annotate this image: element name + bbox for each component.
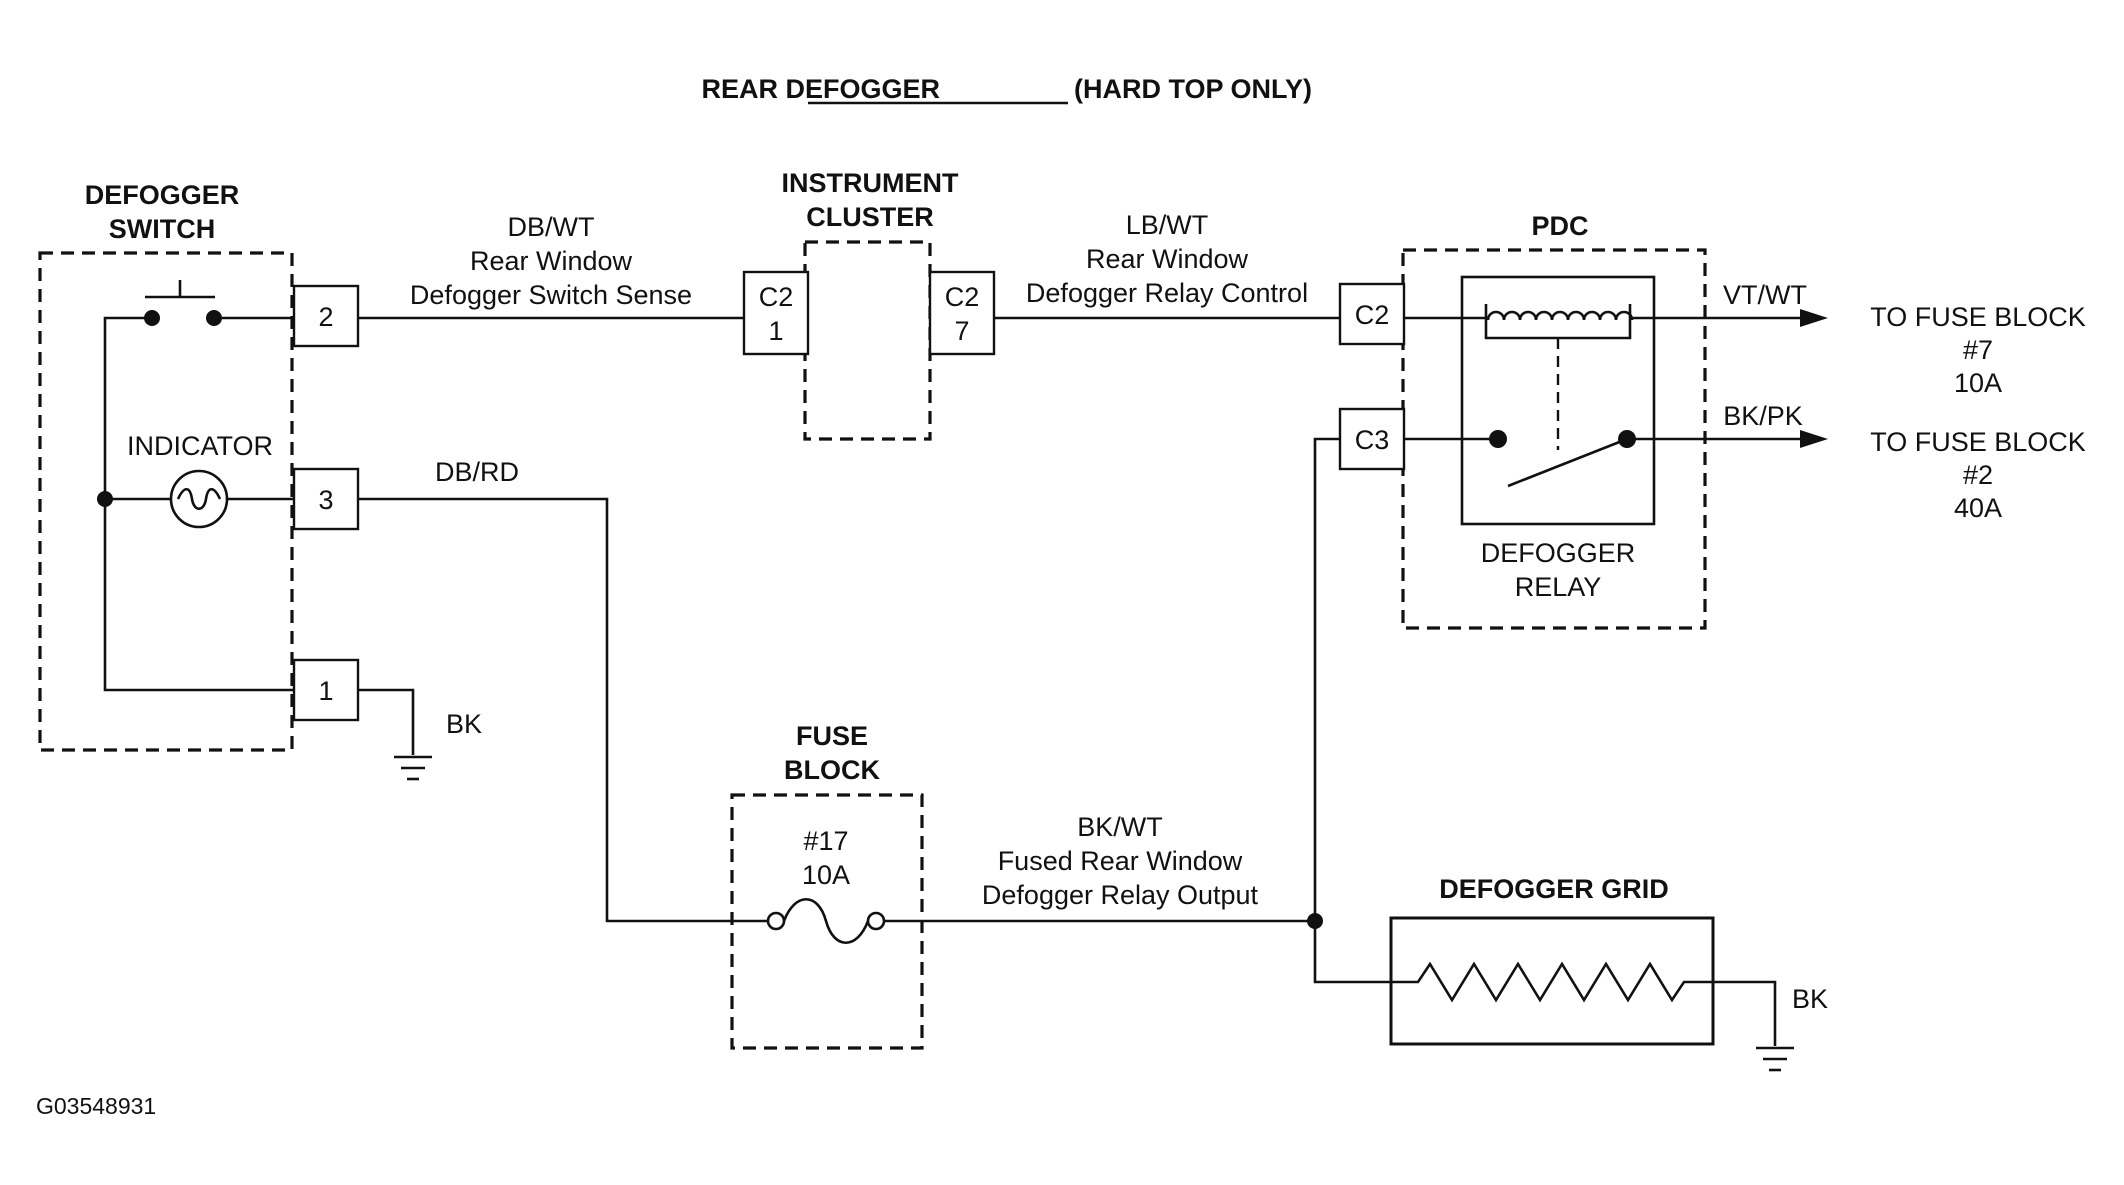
cluster-connector-in-label-1: C2 — [759, 282, 794, 312]
output-fuse7: VT/WT TO FUSE BLOCK #7 10A — [1723, 280, 2086, 398]
switch-pin-2 — [292, 284, 360, 348]
output-fuse7-line3: 10A — [1954, 368, 2002, 398]
instrument-cluster: INSTRUMENT CLUSTER C2 1 C2 7 — [742, 168, 996, 441]
wire-c3-to-junction — [1313, 437, 1340, 921]
defogger-switch-label-1: DEFOGGER — [85, 180, 240, 210]
wire-to-defogger-grid — [1313, 921, 1391, 984]
instrument-cluster-boundary — [803, 240, 932, 441]
wire-db-wt-color: DB/WT — [508, 212, 595, 242]
switch-pin-3 — [292, 467, 360, 531]
instrument-cluster-label-2: CLUSTER — [806, 202, 934, 232]
switch-ground-internal-wire — [103, 499, 294, 692]
arrow-right-icon — [1800, 430, 1828, 448]
grid-ground-wire — [1713, 980, 1777, 1046]
defogger-switch-boundary — [38, 251, 294, 752]
defogger-switch-label-2: SWITCH — [109, 214, 215, 244]
output-fuse7-line2: #7 — [1963, 335, 1993, 365]
defogger-switch: DEFOGGER SWITCH INDICATOR 2 3 1 — [38, 180, 360, 752]
indicator-lamp-icon — [169, 469, 229, 529]
pdc: PDC C2 C3 DEFOGGER RELAY — [1338, 211, 1812, 630]
switch-pin-3-label: 3 — [318, 485, 333, 515]
switch-ground: BK — [358, 688, 482, 781]
grid-ground-color: BK — [1792, 984, 1828, 1014]
wire-vt-wt-color: VT/WT — [1723, 280, 1807, 310]
wire-lb-wt-color: LB/WT — [1126, 210, 1209, 240]
switch-pin-1-label: 1 — [318, 676, 333, 706]
pdc-connector-c3-label: C3 — [1355, 425, 1390, 455]
cluster-connector-out-label-2: 7 — [954, 316, 969, 346]
title-main: REAR DEFOGGER — [701, 74, 940, 104]
switch-contact-right — [206, 310, 222, 326]
defogger-relay-label-1: DEFOGGER — [1481, 538, 1636, 568]
switch-pin-2-label: 2 — [318, 302, 333, 332]
wire-db-wt-desc-1: Rear Window — [470, 246, 633, 276]
pdc-connector-c2-label: C2 — [1355, 300, 1390, 330]
cluster-connector-out — [928, 270, 996, 356]
wire-lb-wt-desc-2: Defogger Relay Control — [1026, 278, 1308, 308]
switch-contact-left — [144, 310, 160, 326]
pdc-label: PDC — [1531, 211, 1588, 241]
ground-symbol-icon — [1756, 1046, 1794, 1072]
arrow-right-icon — [1800, 309, 1828, 327]
output-fuse7-line1: TO FUSE BLOCK — [1870, 302, 2086, 332]
ground-symbol-icon — [394, 755, 432, 781]
indicator-label: INDICATOR — [127, 431, 273, 461]
wire-bk-wt-labels: BK/WT Fused Rear Window Defogger Relay O… — [982, 812, 1259, 910]
figure-id: G03548931 — [36, 1093, 156, 1119]
switch-ground-wire — [358, 688, 415, 755]
wire-lb-wt-labels: LB/WT Rear Window Defogger Relay Control — [1026, 210, 1308, 308]
output-fuse2-line1: TO FUSE BLOCK — [1870, 427, 2086, 457]
wire-lb-wt-desc-1: Rear Window — [1086, 244, 1249, 274]
fuse-rating: 10A — [802, 860, 850, 890]
fuse-number: #17 — [803, 826, 848, 856]
output-fuse2-line2: #2 — [1963, 460, 1993, 490]
pdc-connector-c2 — [1338, 282, 1406, 346]
switch-internal-wire — [103, 316, 150, 499]
cluster-connector-in-label-2: 1 — [768, 316, 783, 346]
title-suffix: (HARD TOP ONLY) — [1074, 74, 1312, 104]
diagram-title: REAR DEFOGGER (HARD TOP ONLY) — [701, 74, 1312, 105]
wire-db-rd — [358, 497, 768, 923]
defogger-grid-label: DEFOGGER GRID — [1439, 874, 1669, 904]
pdc-connector-c3 — [1338, 407, 1406, 471]
output-fuse2-line3: 40A — [1954, 493, 2002, 523]
defogger-relay-label-2: RELAY — [1515, 572, 1602, 602]
wire-bk-wt-color: BK/WT — [1077, 812, 1163, 842]
defogger-grid: DEFOGGER GRID BK — [1389, 874, 1828, 1072]
switch-pin-1 — [292, 658, 360, 722]
fuse-block: FUSE BLOCK #17 10A — [730, 721, 924, 1050]
fuse-icon — [766, 897, 886, 945]
wire-bk-wt-desc-2: Defogger Relay Output — [982, 880, 1259, 910]
resistor-icon — [1391, 961, 1713, 1003]
fuse-block-label-1: FUSE — [796, 721, 868, 751]
wire-db-wt-labels: DB/WT Rear Window Defogger Switch Sense — [410, 212, 692, 310]
relay-switch-arm — [1507, 437, 1628, 488]
cluster-connector-out-label-1: C2 — [945, 282, 980, 312]
wire-db-rd-color: DB/RD — [435, 457, 519, 487]
output-fuse2: BK/PK TO FUSE BLOCK #2 40A — [1723, 401, 2086, 523]
wire-bk-wt-desc-1: Fused Rear Window — [998, 846, 1243, 876]
fuse-block-label-2: BLOCK — [784, 755, 880, 785]
wire-bk-pk-color: BK/PK — [1723, 401, 1803, 431]
relay-contact-fixed — [1489, 430, 1507, 448]
switch-ground-color: BK — [446, 709, 482, 739]
wire-db-wt-desc-2: Defogger Switch Sense — [410, 280, 692, 310]
instrument-cluster-label-1: INSTRUMENT — [782, 168, 959, 198]
cluster-connector-in — [742, 270, 810, 356]
